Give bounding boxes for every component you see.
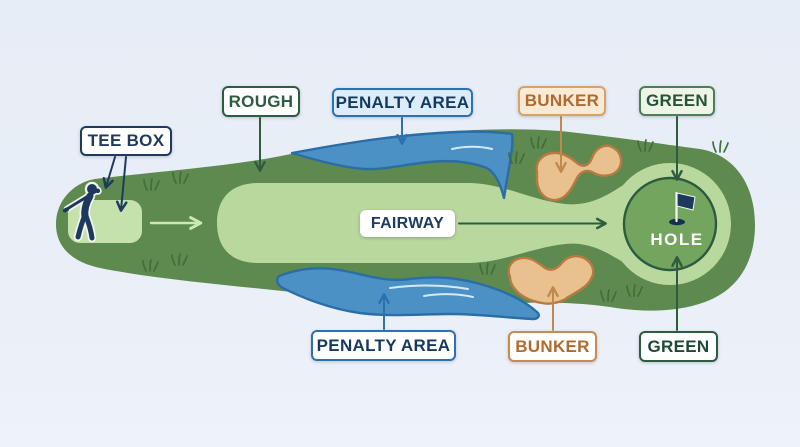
flag-icon — [669, 191, 696, 226]
label-green-top: GREEN — [639, 86, 715, 116]
golfer-icon — [62, 181, 102, 243]
green-area — [622, 176, 718, 272]
label-bunker-bottom: BUNKER — [508, 331, 597, 362]
label-penalty-area-top: PENALTY AREA — [332, 88, 473, 117]
tee-box-pointer-arrow — [102, 156, 116, 189]
bunker-bottom-shape — [507, 255, 595, 305]
hole-cup — [669, 218, 685, 226]
bunker-top-shape — [535, 144, 623, 202]
grass-tuft-icon — [712, 140, 729, 153]
label-tee-box: TEE BOX — [80, 126, 172, 156]
tee-box-pointer-arrow — [115, 156, 128, 212]
label-green-bottom: GREEN — [639, 331, 718, 362]
label-fairway: FAIRWAY — [360, 210, 455, 237]
penalty-area-bottom-water — [276, 267, 540, 321]
label-rough: ROUGH — [222, 86, 300, 117]
water-highlight — [389, 284, 474, 298]
label-bunker-top: BUNKER — [518, 86, 606, 116]
water-highlight — [451, 145, 493, 150]
label-penalty-area-bottom: PENALTY AREA — [311, 330, 456, 361]
label-hole: HOLE — [650, 230, 704, 249]
